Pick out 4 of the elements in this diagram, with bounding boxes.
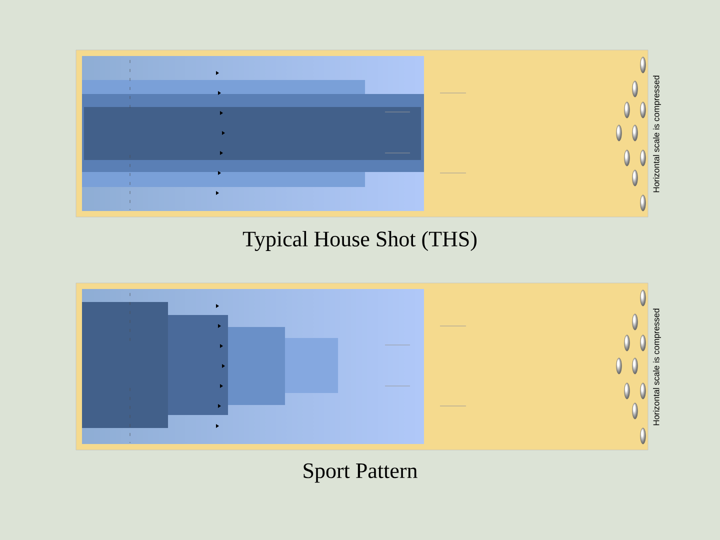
caption: Sport Pattern bbox=[304, 463, 418, 483]
note: Horizontal scale is compressed bbox=[653, 308, 661, 426]
caption: Typical House Shot (THS) bbox=[242, 231, 477, 251]
note: Horizontal scale is compressed bbox=[653, 76, 661, 192]
